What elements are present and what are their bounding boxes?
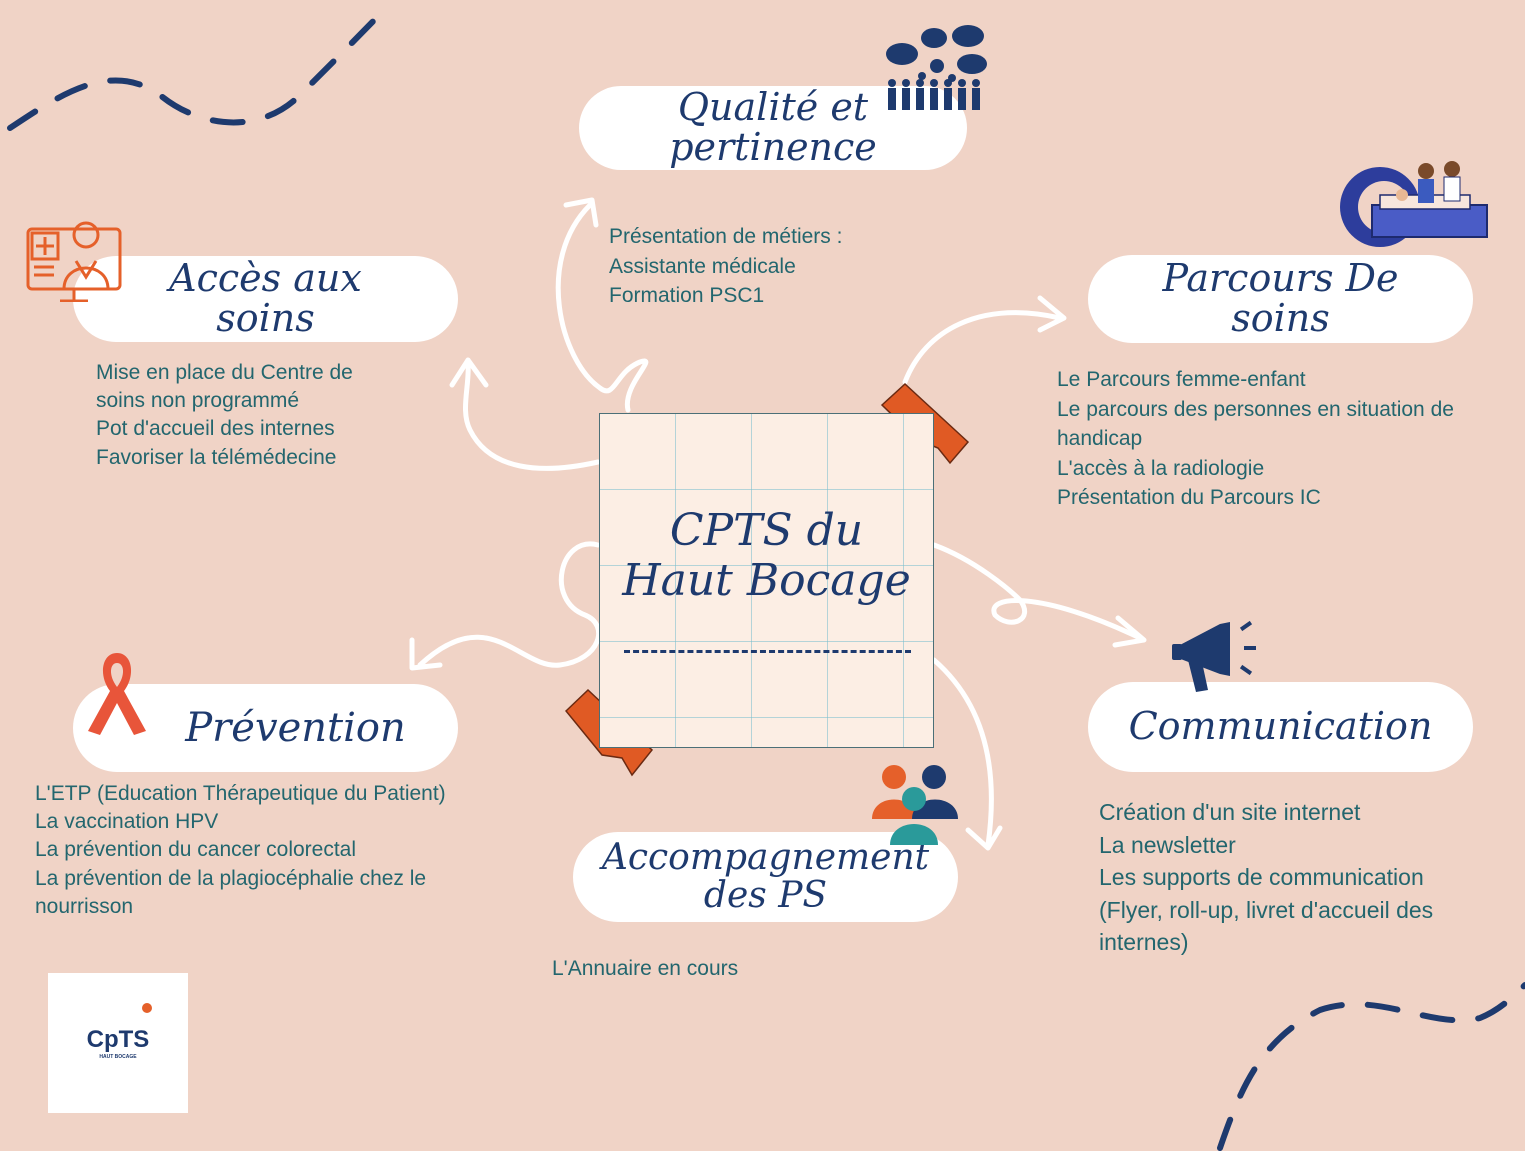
people-group-icon [872, 765, 958, 845]
prevention-title: Prévention [185, 705, 406, 751]
list-item: Le parcours des personnes en situation d… [1057, 397, 1454, 421]
logo-accent-icon [142, 1003, 152, 1013]
arrow-head-parcours [1037, 295, 1067, 333]
parcours-pill: Parcours De soins [1088, 255, 1473, 343]
cpts-logo: CpTS HAUT BOCAGE [48, 973, 188, 1113]
megaphone-icon [1172, 620, 1256, 692]
parcours-list: Le Parcours femme-enfant Le parcours des… [1057, 365, 1454, 513]
list-item: L'Annuaire en cours [552, 957, 739, 980]
list-item: Création d'un site internet [1099, 799, 1361, 825]
list-item: La newsletter [1099, 831, 1236, 858]
acces-pill: Accès aux soins [73, 256, 458, 342]
list-item: L'ETP (Education Thérapeutique du Patien… [35, 782, 446, 805]
list-item: Le Parcours femme-enfant [1057, 368, 1306, 391]
medical-screen-doctor-icon [26, 221, 122, 302]
list-item: Présentation du Parcours IC [1057, 486, 1321, 509]
communication-list: Création d'un site internet La newslette… [1099, 796, 1433, 959]
list-item: internes) [1099, 929, 1189, 956]
logo-sub-text: HAUT BOCAGE [99, 1054, 137, 1060]
center-note: CPTS du Haut Bocage [599, 413, 934, 748]
list-item: L'accès à la radiologie [1057, 456, 1265, 480]
list-item: nourrisson [35, 894, 134, 918]
list-item: Favoriser la télémédecine [96, 445, 337, 469]
accompagnement-title: Accompagnement des PS [601, 837, 930, 916]
radiology-team-icon [1340, 161, 1488, 247]
arrow-head-communication [1112, 615, 1147, 648]
list-item: La prévention du cancer colorectal [35, 838, 357, 862]
accompagnement-pill: Accompagnement des PS [573, 832, 958, 922]
arrow-to-communication [931, 542, 1143, 641]
arrow-to-accompagnement [931, 657, 994, 848]
arrow-head-acces [449, 357, 489, 388]
list-item: Formation PSC1 [609, 284, 765, 307]
arrow-head-accompagnement [965, 825, 1003, 851]
arrow-to-parcours [902, 310, 1063, 385]
logo-main-text: CpTS [86, 1026, 150, 1053]
dashed-curve-top-left [7, 9, 385, 131]
qualite-title: Qualité et pertinence [669, 85, 877, 169]
arrow-to-qualite [555, 202, 649, 413]
qualite-list: Présentation de métiers : Assistante méd… [609, 222, 842, 311]
arrow-to-prevention [417, 541, 602, 668]
list-item: Présentation de métiers : [609, 225, 843, 248]
communication-pill: Communication [1088, 682, 1473, 772]
prevention-list: L'ETP (Education Thérapeutique du Patien… [35, 780, 446, 921]
center-title: CPTS du Haut Bocage [622, 505, 911, 606]
list-item: Assistante médicale [609, 254, 796, 278]
ribbon-icon [88, 653, 146, 735]
list-item: Mise en place du Centre de [96, 361, 353, 384]
arrow-to-acces [462, 359, 601, 471]
list-item: soins non programmé [96, 389, 300, 413]
list-item: La prévention de la plagiocéphalie chez … [35, 866, 427, 890]
list-item: La vaccination HPV [35, 810, 219, 834]
list-item: handicap [1057, 427, 1143, 450]
speech-bubbles-crowd-icon [886, 25, 987, 110]
parcours-title: Parcours De soins [1162, 256, 1399, 340]
list-item: (Flyer, roll-up, livret d'accueil des [1099, 896, 1434, 923]
list-item: Les supports de communication [1099, 864, 1424, 891]
accompagnement-list: L'Annuaire en cours [552, 955, 738, 983]
acces-list: Mise en place du Centre de soins non pro… [96, 359, 353, 472]
dashed-curve-bottom-right [1217, 982, 1525, 1151]
arrow-head-prevention [409, 637, 443, 671]
arrow-head-qualite [563, 197, 599, 228]
qualite-pill: Qualité et pertinence [579, 86, 967, 170]
list-item: Pot d'accueil des internes [96, 417, 335, 441]
acces-title: Accès aux soins [169, 256, 362, 340]
communication-title: Communication [1128, 704, 1433, 749]
center-dashed-line [624, 650, 911, 653]
